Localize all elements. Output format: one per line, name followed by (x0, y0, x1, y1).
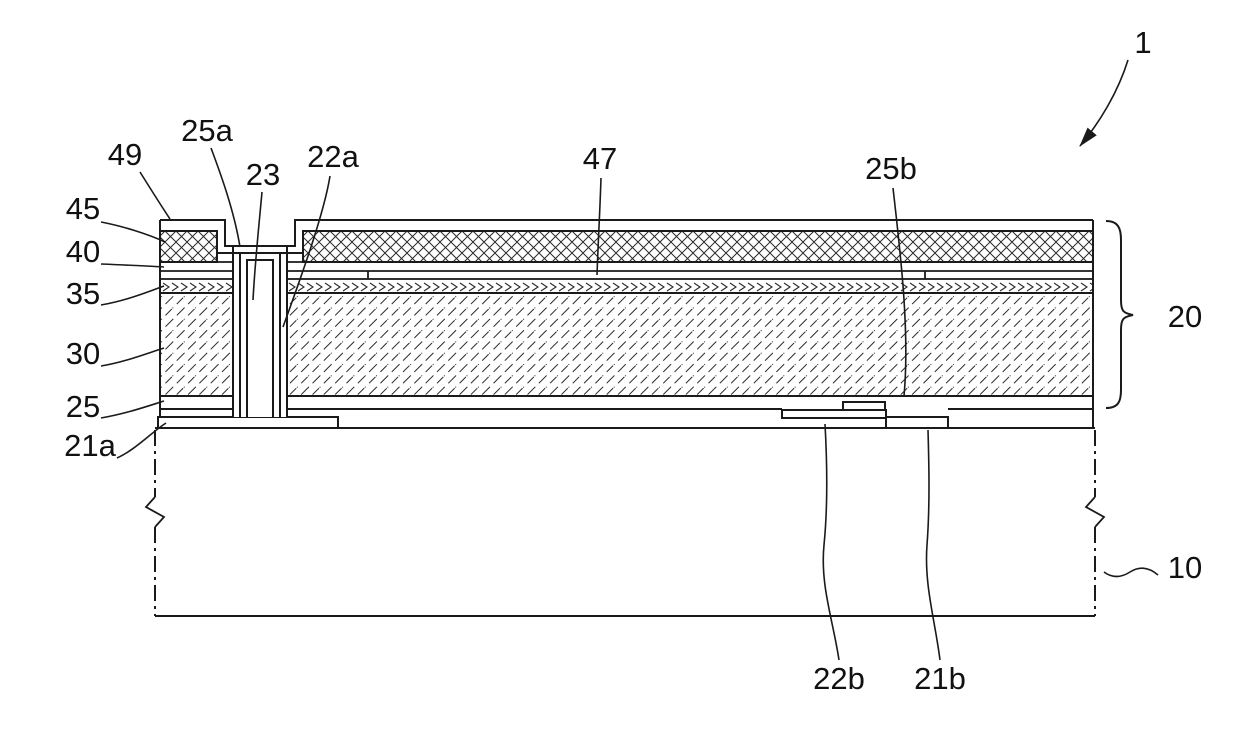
bottom-electrode-21a (157, 416, 339, 429)
leader-47 (596, 177, 602, 276)
leader-40 (100, 263, 165, 268)
leader-21b (925, 429, 941, 661)
leader-49 (139, 171, 171, 220)
leader-45 (100, 221, 166, 243)
label-21a: 21a (64, 428, 116, 463)
label-49: 49 (108, 137, 142, 172)
leader-30 (100, 347, 165, 367)
break-mark-right (1084, 496, 1106, 528)
break-mark-left (144, 496, 166, 528)
leader-22a (282, 175, 331, 328)
label-1: 1 (1134, 25, 1151, 60)
label-22a: 22a (307, 139, 359, 174)
label-40: 40 (66, 234, 100, 269)
bracket-20 (1105, 220, 1134, 409)
labels: 1 49 25a 23 22a 47 25b 45 40 35 30 25 21… (64, 25, 1202, 696)
layer-40 (160, 261, 1093, 272)
label-47: 47 (583, 141, 617, 176)
via-contact (232, 245, 288, 417)
contact-bump-25b (842, 401, 886, 411)
leader-lines (100, 147, 1159, 661)
pad-22b (781, 409, 887, 419)
leader-25a (210, 147, 241, 248)
substrate-10 (144, 427, 1106, 617)
label-45: 45 (66, 191, 100, 226)
label-25b: 25b (865, 151, 917, 186)
layer-30 (159, 292, 1094, 397)
layer-45 (159, 230, 1094, 263)
label-23: 23 (246, 157, 280, 192)
leader-35 (100, 285, 165, 306)
via-plug-23 (246, 259, 274, 417)
label-25: 25 (66, 389, 100, 424)
leader-10 (1103, 567, 1159, 578)
leader-21a (116, 422, 167, 459)
label-25a: 25a (181, 113, 233, 148)
layer-47 (367, 271, 926, 279)
layer-49 (160, 219, 1093, 254)
bottom-electrode-21b (885, 416, 949, 429)
leader-23 (252, 191, 263, 301)
label-35: 35 (66, 276, 100, 311)
leader-25b (892, 187, 907, 397)
label-21b: 21b (914, 661, 966, 696)
label-10: 10 (1168, 550, 1202, 585)
device-arrow (1079, 59, 1129, 147)
leader-25 (100, 400, 165, 419)
label-22b: 22b (813, 661, 865, 696)
leader-22b (822, 423, 840, 661)
label-20: 20 (1168, 299, 1202, 334)
label-30: 30 (66, 336, 100, 371)
layer-25 (160, 395, 1093, 410)
